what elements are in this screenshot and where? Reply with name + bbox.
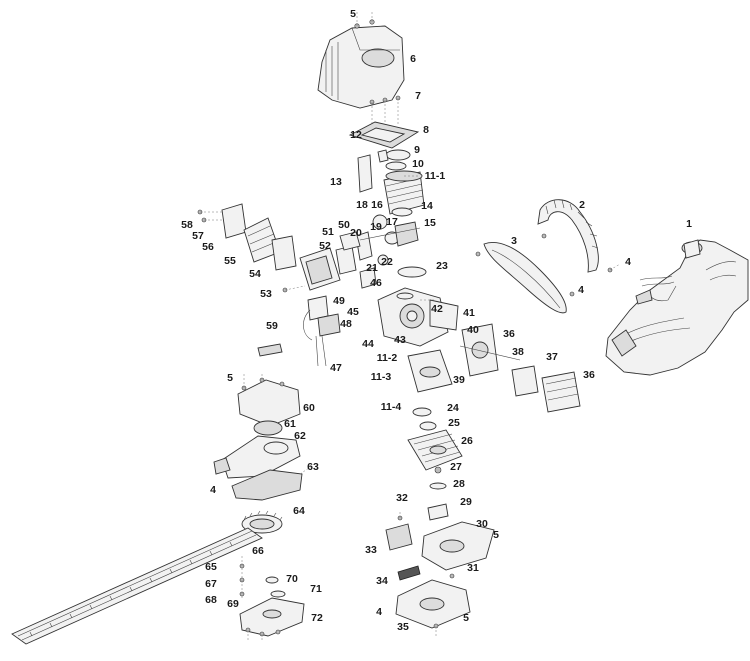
part-label-11-2: 11-2: [376, 352, 398, 364]
part-label-48: 48: [340, 318, 352, 330]
part-label-43: 43: [394, 334, 406, 346]
part-label-10: 10: [412, 158, 424, 170]
part-label-41: 41: [463, 307, 475, 319]
part-label-14: 14: [421, 200, 433, 212]
part-label-52: 52: [319, 240, 331, 252]
part-label-39: 39: [453, 374, 465, 386]
part-label-4-b: 4: [578, 284, 584, 296]
part-label-67: 67: [205, 578, 217, 590]
part-label-36-b: 36: [583, 369, 595, 381]
part-label-24: 24: [447, 402, 459, 414]
gear: [241, 510, 283, 534]
part-label-60: 60: [303, 402, 315, 414]
crankcase: [377, 287, 459, 347]
part-label-36: 36: [503, 328, 515, 340]
engine-cover: [317, 25, 405, 109]
air-filter: [221, 203, 297, 271]
part-label-46: 46: [370, 277, 382, 289]
part-label-5-d: 5: [463, 612, 469, 624]
cylinder: [383, 170, 425, 215]
part-label-50: 50: [338, 219, 350, 231]
lower-plate: [239, 597, 305, 637]
part-label-44: 44: [362, 338, 374, 350]
part-label-9: 9: [414, 144, 420, 156]
part-label-62: 62: [294, 430, 306, 442]
part-label-61: 61: [284, 418, 296, 430]
part-label-21: 21: [366, 262, 378, 274]
part-label-7: 7: [415, 90, 421, 102]
part-label-11-1: 11-1: [424, 170, 446, 182]
flywheel: [407, 429, 463, 471]
part-label-4: 4: [625, 256, 631, 268]
handle: [537, 199, 599, 273]
part-label-31: 31: [467, 562, 479, 574]
part-label-19: 19: [370, 221, 382, 233]
rear-handle: [605, 239, 749, 376]
part-label-4-c: 4: [210, 484, 216, 496]
part-label-34: 34: [376, 575, 388, 587]
part-label-72: 72: [311, 612, 323, 624]
part-label-42: 42: [431, 303, 443, 315]
part-label-59: 59: [266, 320, 278, 332]
part-label-30: 30: [476, 518, 488, 530]
gear-housing: [213, 435, 301, 479]
part-label-66: 66: [252, 545, 264, 557]
part-label-63: 63: [307, 461, 319, 473]
part-label-65: 65: [205, 561, 217, 573]
part-label-18: 18: [356, 199, 368, 211]
part-label-20: 20: [350, 227, 362, 239]
part-label-68: 68: [205, 594, 217, 606]
part-label-49: 49: [333, 295, 345, 307]
part-label-5-c: 5: [493, 529, 499, 541]
part-label-47: 47: [330, 362, 342, 374]
part-label-70: 70: [286, 573, 298, 585]
part-label-64: 64: [293, 505, 305, 517]
part-label-4-d: 4: [376, 606, 382, 618]
part-label-45: 45: [347, 306, 359, 318]
part-label-5: 5: [350, 8, 356, 20]
part-label-58: 58: [181, 219, 193, 231]
part-label-11-4: 11-4: [380, 401, 402, 413]
part-label-6: 6: [410, 53, 416, 65]
blade: [11, 527, 263, 645]
part-label-12: 12: [350, 129, 362, 141]
part-label-35: 35: [397, 621, 409, 633]
part-label-40: 40: [467, 324, 479, 336]
part-label-25: 25: [448, 417, 460, 429]
part-label-51: 51: [322, 226, 334, 238]
part-label-3: 3: [511, 235, 517, 247]
part-label-37: 37: [546, 351, 558, 363]
part-label-54: 54: [249, 268, 261, 280]
part-label-1: 1: [686, 218, 692, 230]
guard: [483, 242, 567, 314]
part-label-15: 15: [424, 217, 436, 229]
part-label-71: 71: [310, 583, 322, 595]
part-label-23: 23: [436, 260, 448, 272]
part-label-8: 8: [423, 124, 429, 136]
carburetor: [299, 231, 361, 291]
part-label-5-b: 5: [227, 372, 233, 384]
part-label-13: 13: [330, 176, 342, 188]
part-label-69: 69: [227, 598, 239, 610]
part-label-53: 53: [260, 288, 272, 300]
part-label-27: 27: [450, 461, 462, 473]
part-label-57: 57: [192, 230, 204, 242]
part-label-55: 55: [224, 255, 236, 267]
part-label-16: 16: [371, 199, 383, 211]
part-label-22: 22: [381, 256, 393, 268]
part-label-33: 33: [365, 544, 377, 556]
part-label-29: 29: [460, 496, 472, 508]
part-label-26: 26: [461, 435, 473, 447]
part-label-28: 28: [453, 478, 465, 490]
part-label-11-3: 11-3: [370, 371, 392, 383]
part-label-56: 56: [202, 241, 214, 253]
part-label-32: 32: [396, 492, 408, 504]
part-label-38: 38: [512, 346, 524, 358]
part-label-17: 17: [386, 216, 398, 228]
part-label-2: 2: [579, 199, 585, 211]
